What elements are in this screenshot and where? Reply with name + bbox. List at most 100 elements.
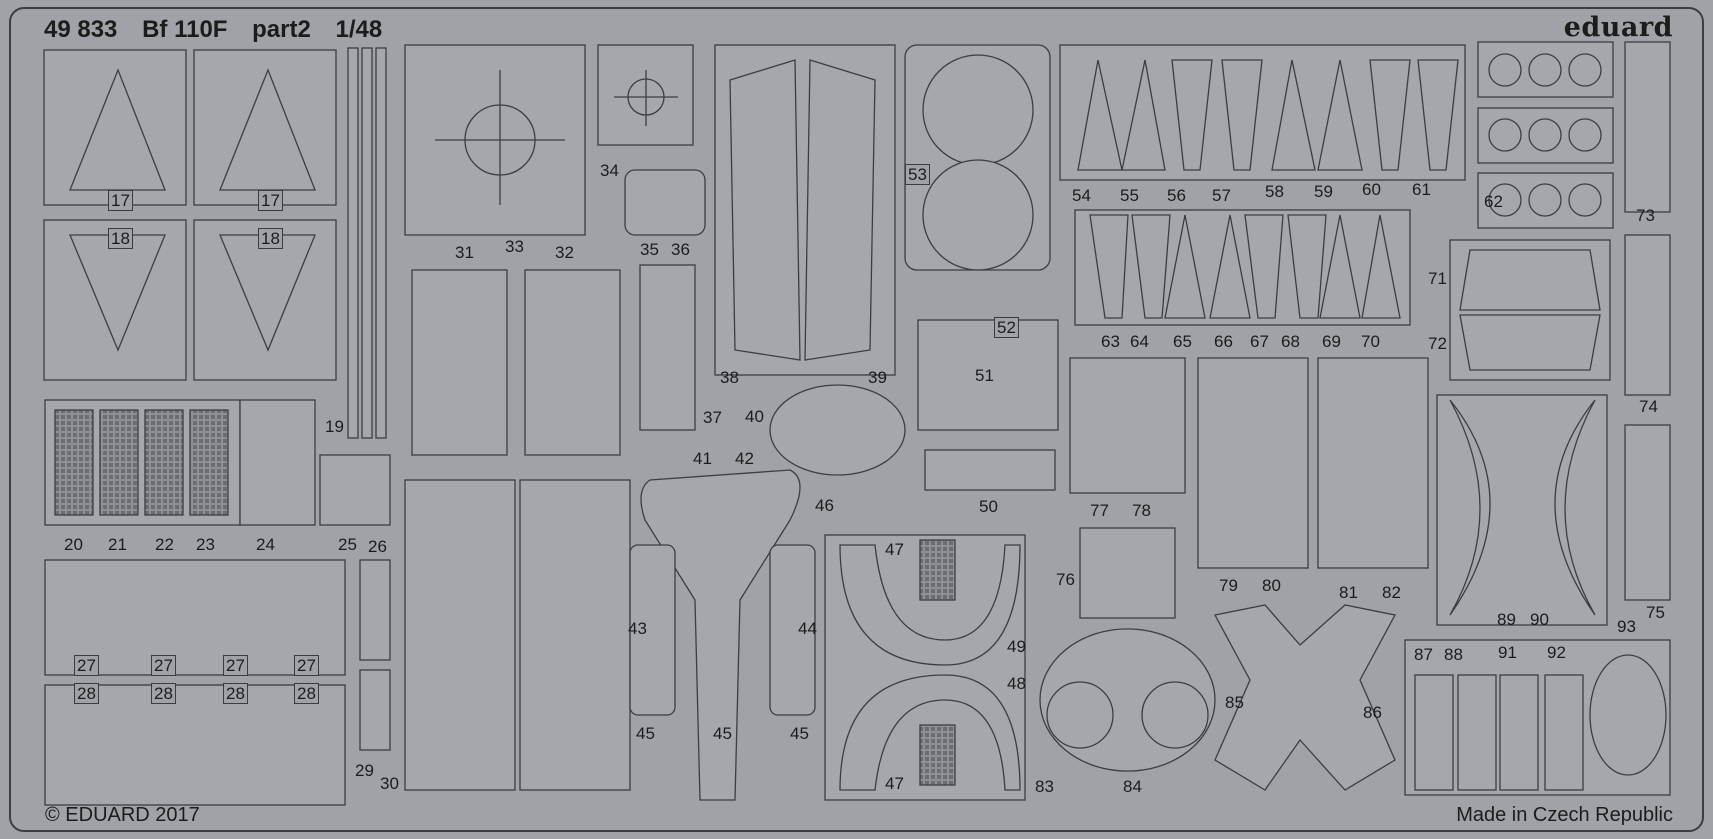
part-number-label: 78 bbox=[1132, 501, 1151, 520]
part-17-18-group bbox=[43, 49, 337, 381]
part-85-86 bbox=[1214, 604, 1396, 791]
part-50 bbox=[924, 449, 1056, 491]
ladder-frames bbox=[404, 479, 631, 791]
part-number-label: 83 bbox=[1035, 777, 1054, 796]
part-number-label: 89 bbox=[1497, 610, 1516, 629]
part-number-label: 93 bbox=[1617, 617, 1636, 636]
part-41-45 bbox=[629, 469, 816, 801]
part-number-label: 86 bbox=[1363, 703, 1382, 722]
part-number-label: 44 bbox=[798, 619, 817, 638]
part-83-84 bbox=[1039, 628, 1216, 772]
part-number-label: 32 bbox=[555, 243, 574, 262]
part-number-label: 47 bbox=[885, 774, 904, 793]
part-76 bbox=[1079, 527, 1176, 619]
part-35-36 bbox=[624, 169, 706, 236]
part-63-70 bbox=[1074, 209, 1411, 326]
model-name: Bf 110F bbox=[142, 16, 228, 43]
part-75 bbox=[1624, 424, 1671, 601]
part-number-label: 28 bbox=[223, 683, 248, 704]
part-number-label: 50 bbox=[979, 497, 998, 516]
part-53 bbox=[904, 44, 1051, 271]
part-number-label: 27 bbox=[74, 655, 99, 676]
copyright: © EDUARD 2017 bbox=[45, 804, 200, 826]
part-number-label: 55 bbox=[1120, 186, 1139, 205]
part-20-23-mesh bbox=[44, 399, 391, 526]
part-number-label: 17 bbox=[108, 190, 133, 211]
part-number-label: 61 bbox=[1412, 180, 1431, 199]
part-number-label: 57 bbox=[1212, 186, 1231, 205]
part-number-label: 29 bbox=[355, 761, 374, 780]
part-29 bbox=[359, 559, 391, 661]
part-number-label: 36 bbox=[671, 240, 690, 259]
part-number-label: 76 bbox=[1056, 570, 1075, 589]
part-74 bbox=[1624, 234, 1671, 396]
brand-logo: eduard bbox=[1563, 12, 1673, 43]
part-number-label: 26 bbox=[368, 537, 387, 556]
part-number-label: 38 bbox=[720, 368, 739, 387]
part-number-label: 80 bbox=[1262, 576, 1281, 595]
part-number-label: 20 bbox=[64, 535, 83, 554]
part-number-label: 37 bbox=[703, 408, 722, 427]
part-number-label: 18 bbox=[108, 228, 133, 249]
part-47-49 bbox=[824, 534, 1026, 801]
part-number-label: 45 bbox=[636, 724, 655, 743]
part-number-label: 62 bbox=[1484, 192, 1503, 211]
part-number-label: 47 bbox=[885, 540, 904, 559]
part-number-label: 65 bbox=[1173, 332, 1192, 351]
origin-label: Made in Czech Republic bbox=[1456, 804, 1673, 826]
part-number-label: 25 bbox=[338, 535, 357, 554]
fret-frame bbox=[9, 7, 1704, 832]
part-number-label: 33 bbox=[505, 237, 524, 256]
part-number-label: 66 bbox=[1214, 332, 1233, 351]
part-number-label: 19 bbox=[325, 417, 344, 436]
part-number-label: 18 bbox=[258, 228, 283, 249]
part-71-72 bbox=[1449, 239, 1611, 381]
part-number-label: 22 bbox=[155, 535, 174, 554]
scale-label: 1/48 bbox=[335, 16, 383, 43]
part-89-90 bbox=[1436, 394, 1608, 626]
part-number-label: 82 bbox=[1382, 583, 1401, 602]
part-number-label: 75 bbox=[1646, 603, 1665, 622]
part-40 bbox=[769, 384, 906, 476]
part-number-label: 21 bbox=[108, 535, 127, 554]
part-number-label: 28 bbox=[294, 683, 319, 704]
part-name: part2 bbox=[252, 16, 311, 43]
part-87-93 bbox=[1404, 639, 1671, 796]
part-number-label: 60 bbox=[1362, 180, 1381, 199]
part-number-label: 17 bbox=[258, 190, 283, 211]
kit-number: 49 833 bbox=[44, 16, 118, 43]
part-number-label: 49 bbox=[1007, 637, 1026, 656]
part-number-label: 30 bbox=[380, 774, 399, 793]
part-73 bbox=[1624, 41, 1671, 213]
part-62-group bbox=[1477, 41, 1614, 229]
part-number-label: 24 bbox=[256, 535, 275, 554]
part-number-label: 56 bbox=[1167, 186, 1186, 205]
part-number-label: 27 bbox=[151, 655, 176, 676]
part-81-82 bbox=[1317, 357, 1429, 569]
part-30 bbox=[359, 669, 391, 751]
part-number-label: 91 bbox=[1498, 643, 1517, 662]
part-number-label: 27 bbox=[294, 655, 319, 676]
part-number-label: 45 bbox=[790, 724, 809, 743]
part-number-label: 43 bbox=[628, 619, 647, 638]
part-number-label: 87 bbox=[1414, 645, 1433, 664]
part-number-label: 63 bbox=[1101, 332, 1120, 351]
part-number-label: 59 bbox=[1314, 182, 1333, 201]
part-number-label: 72 bbox=[1428, 334, 1447, 353]
part-number-label: 84 bbox=[1123, 777, 1142, 796]
part-number-label: 92 bbox=[1547, 643, 1566, 662]
part-number-label: 41 bbox=[693, 449, 712, 468]
part-number-label: 90 bbox=[1530, 610, 1549, 629]
part-number-label: 68 bbox=[1281, 332, 1300, 351]
part-number-label: 85 bbox=[1225, 693, 1244, 712]
part-number-label: 64 bbox=[1130, 332, 1149, 351]
part-number-label: 73 bbox=[1636, 206, 1655, 225]
part-number-label: 53 bbox=[905, 164, 930, 185]
part-number-label: 67 bbox=[1250, 332, 1269, 351]
part-38-39 bbox=[714, 44, 896, 376]
part-number-label: 23 bbox=[196, 535, 215, 554]
part-number-label: 28 bbox=[74, 683, 99, 704]
part-number-label: 54 bbox=[1072, 186, 1091, 205]
part-number-label: 51 bbox=[975, 366, 994, 385]
part-77-78 bbox=[1069, 357, 1186, 494]
